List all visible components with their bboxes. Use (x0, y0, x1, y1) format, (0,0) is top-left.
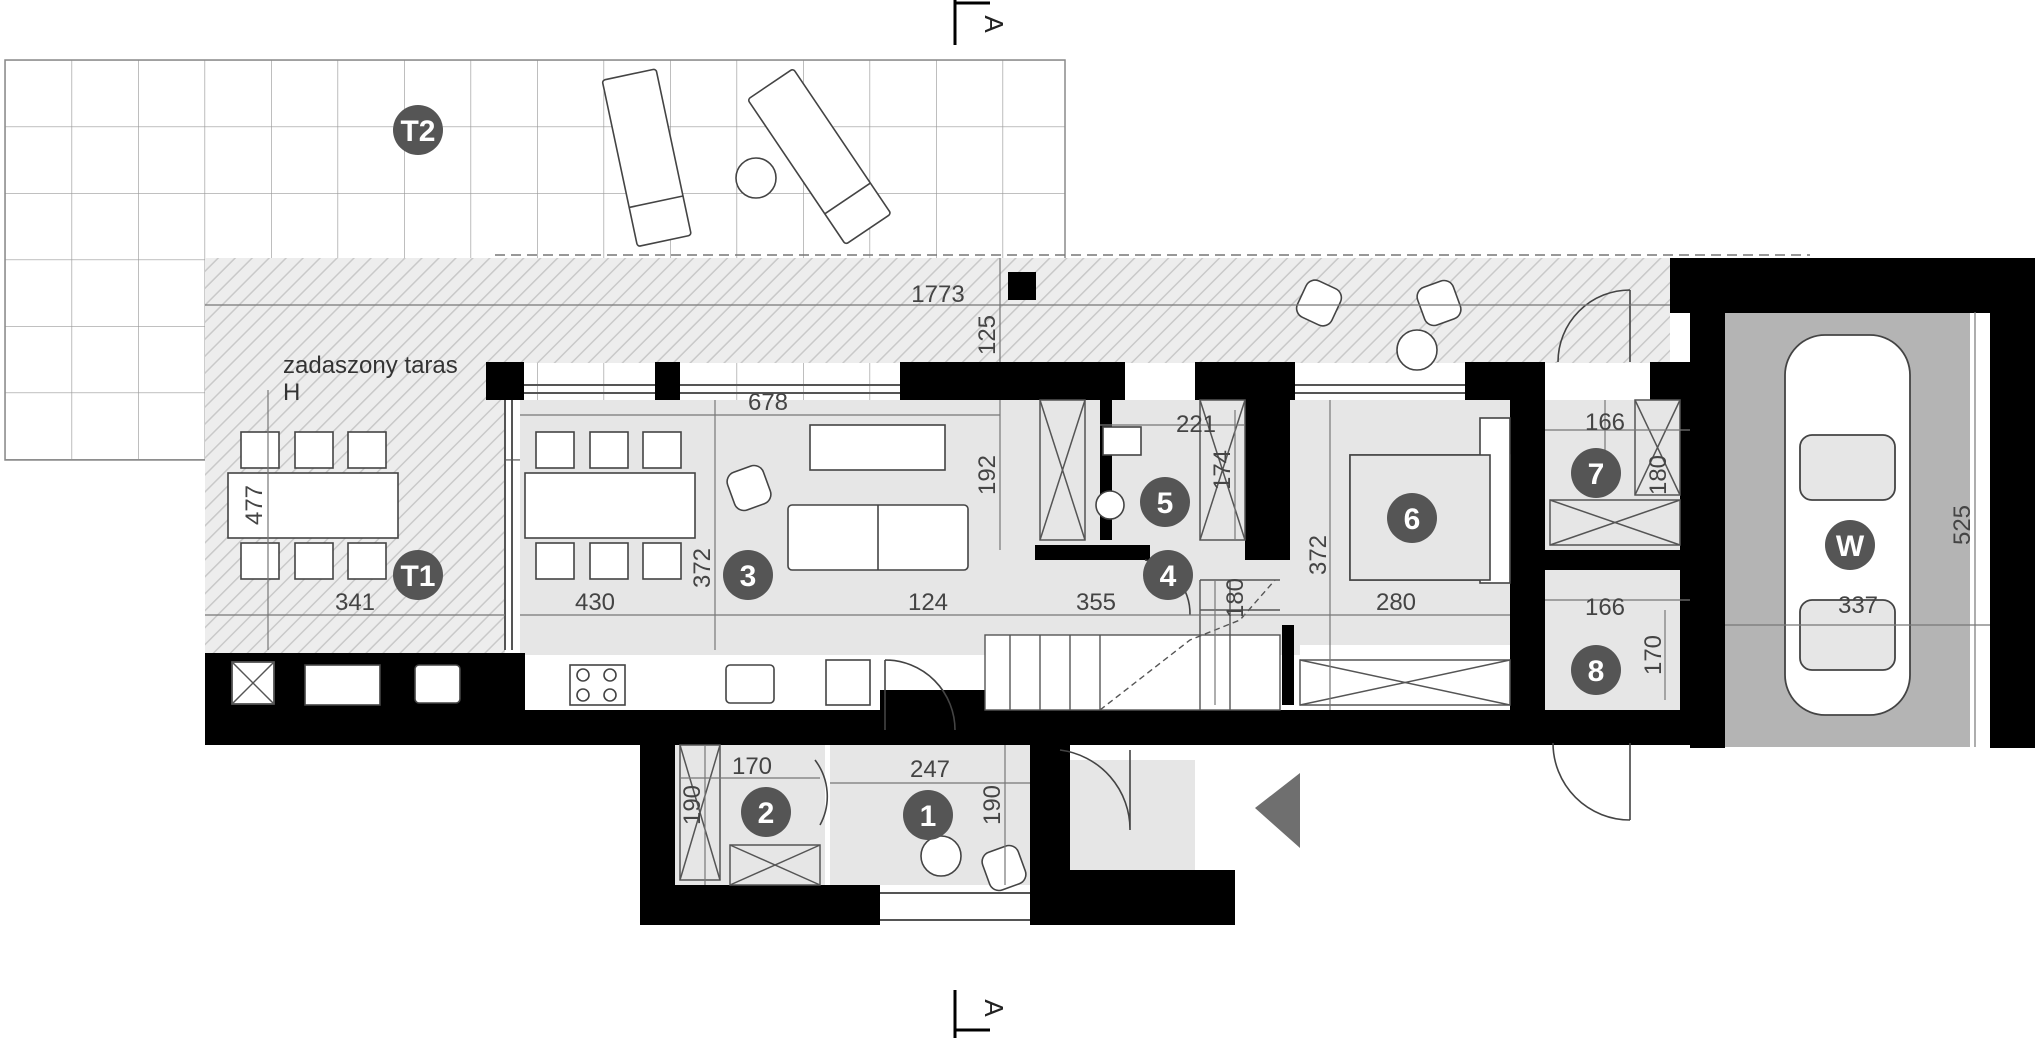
section-marker-top: A (953, 0, 1009, 45)
chimney-marker (1008, 272, 1036, 300)
badge-t2: T2 (393, 105, 443, 155)
dim-overall-width: 1773 (911, 281, 964, 308)
svg-text:8: 8 (1588, 655, 1605, 688)
dim-living-width: 678 (748, 389, 788, 416)
dim-t1-depth: 477 (241, 485, 268, 525)
badge-room-7: 7 (1571, 448, 1621, 498)
dim-bedroom-width: 280 (1376, 589, 1416, 616)
dim-garage-depth: 525 (1949, 505, 1976, 545)
svg-text:7: 7 (1588, 458, 1605, 491)
windows (504, 384, 1465, 921)
badge-t1: T1 (393, 550, 443, 600)
svg-text:6: 6 (1404, 503, 1421, 536)
svg-text:2: 2 (758, 797, 775, 830)
dim-living-depth-b: 372 (689, 548, 716, 588)
furniture (227, 68, 1511, 892)
dim-room1-depth: 190 (979, 785, 1006, 825)
entrance-arrow (1255, 773, 1300, 848)
dim-living-seg-2: 124 (908, 589, 948, 616)
badge-garage: W (1825, 520, 1875, 570)
dim-bedroom-depth: 372 (1305, 535, 1332, 575)
dim-living-depth-a: 192 (974, 455, 1001, 495)
dimension-labels: 1773 125 477 341 678 192 372 430 124 355… (241, 281, 1976, 825)
svg-text:3: 3 (740, 560, 757, 593)
badge-room-8: 8 (1571, 645, 1621, 695)
svg-text:5: 5 (1157, 487, 1174, 520)
terrace-label: zadaszony taras (283, 352, 458, 379)
dim-room7-width: 166 (1585, 409, 1625, 436)
dimension-lines (205, 258, 1990, 885)
dim-bath-width: 221 (1176, 411, 1216, 438)
badge-room-5: 5 (1140, 477, 1190, 527)
svg-text:W: W (1836, 530, 1865, 563)
dim-terrace-depth: 125 (974, 315, 1001, 355)
terrace-marker: H (283, 379, 300, 406)
dim-room8-depth: 170 (1640, 635, 1667, 675)
badge-room-6: 6 (1387, 493, 1437, 543)
dim-room1-width: 247 (910, 756, 950, 783)
dim-room7-depth: 180 (1645, 455, 1672, 495)
dim-stair-depth: 180 (1222, 578, 1249, 618)
dim-living-seg-1: 430 (575, 589, 615, 616)
svg-text:T2: T2 (400, 115, 435, 148)
badge-room-1: 1 (903, 790, 953, 840)
walls (205, 258, 2035, 925)
dim-room8-width: 166 (1585, 594, 1625, 621)
room-badges: T2 T1 1 2 3 4 5 6 7 8 W (393, 105, 1875, 840)
badge-room-2: 2 (741, 787, 791, 837)
dim-t1-width: 341 (335, 589, 375, 616)
dim-room2-width: 170 (732, 753, 772, 780)
section-marker-bottom: A (953, 990, 1009, 1038)
dim-bath-depth: 174 (1209, 450, 1236, 490)
garage-door (2013, 410, 2035, 722)
dim-room2-depth: 190 (679, 785, 706, 825)
dim-living-seg-3: 355 (1076, 589, 1116, 616)
badge-room-3: 3 (723, 550, 773, 600)
svg-text:A: A (979, 15, 1009, 33)
svg-text:4: 4 (1160, 560, 1177, 593)
svg-text:1: 1 (920, 800, 937, 833)
storage-crosses (231, 399, 1681, 886)
svg-text:T1: T1 (400, 560, 435, 593)
svg-text:A: A (979, 999, 1009, 1017)
dim-garage-width: 337 (1838, 592, 1878, 619)
badge-room-4: 4 (1143, 550, 1193, 600)
